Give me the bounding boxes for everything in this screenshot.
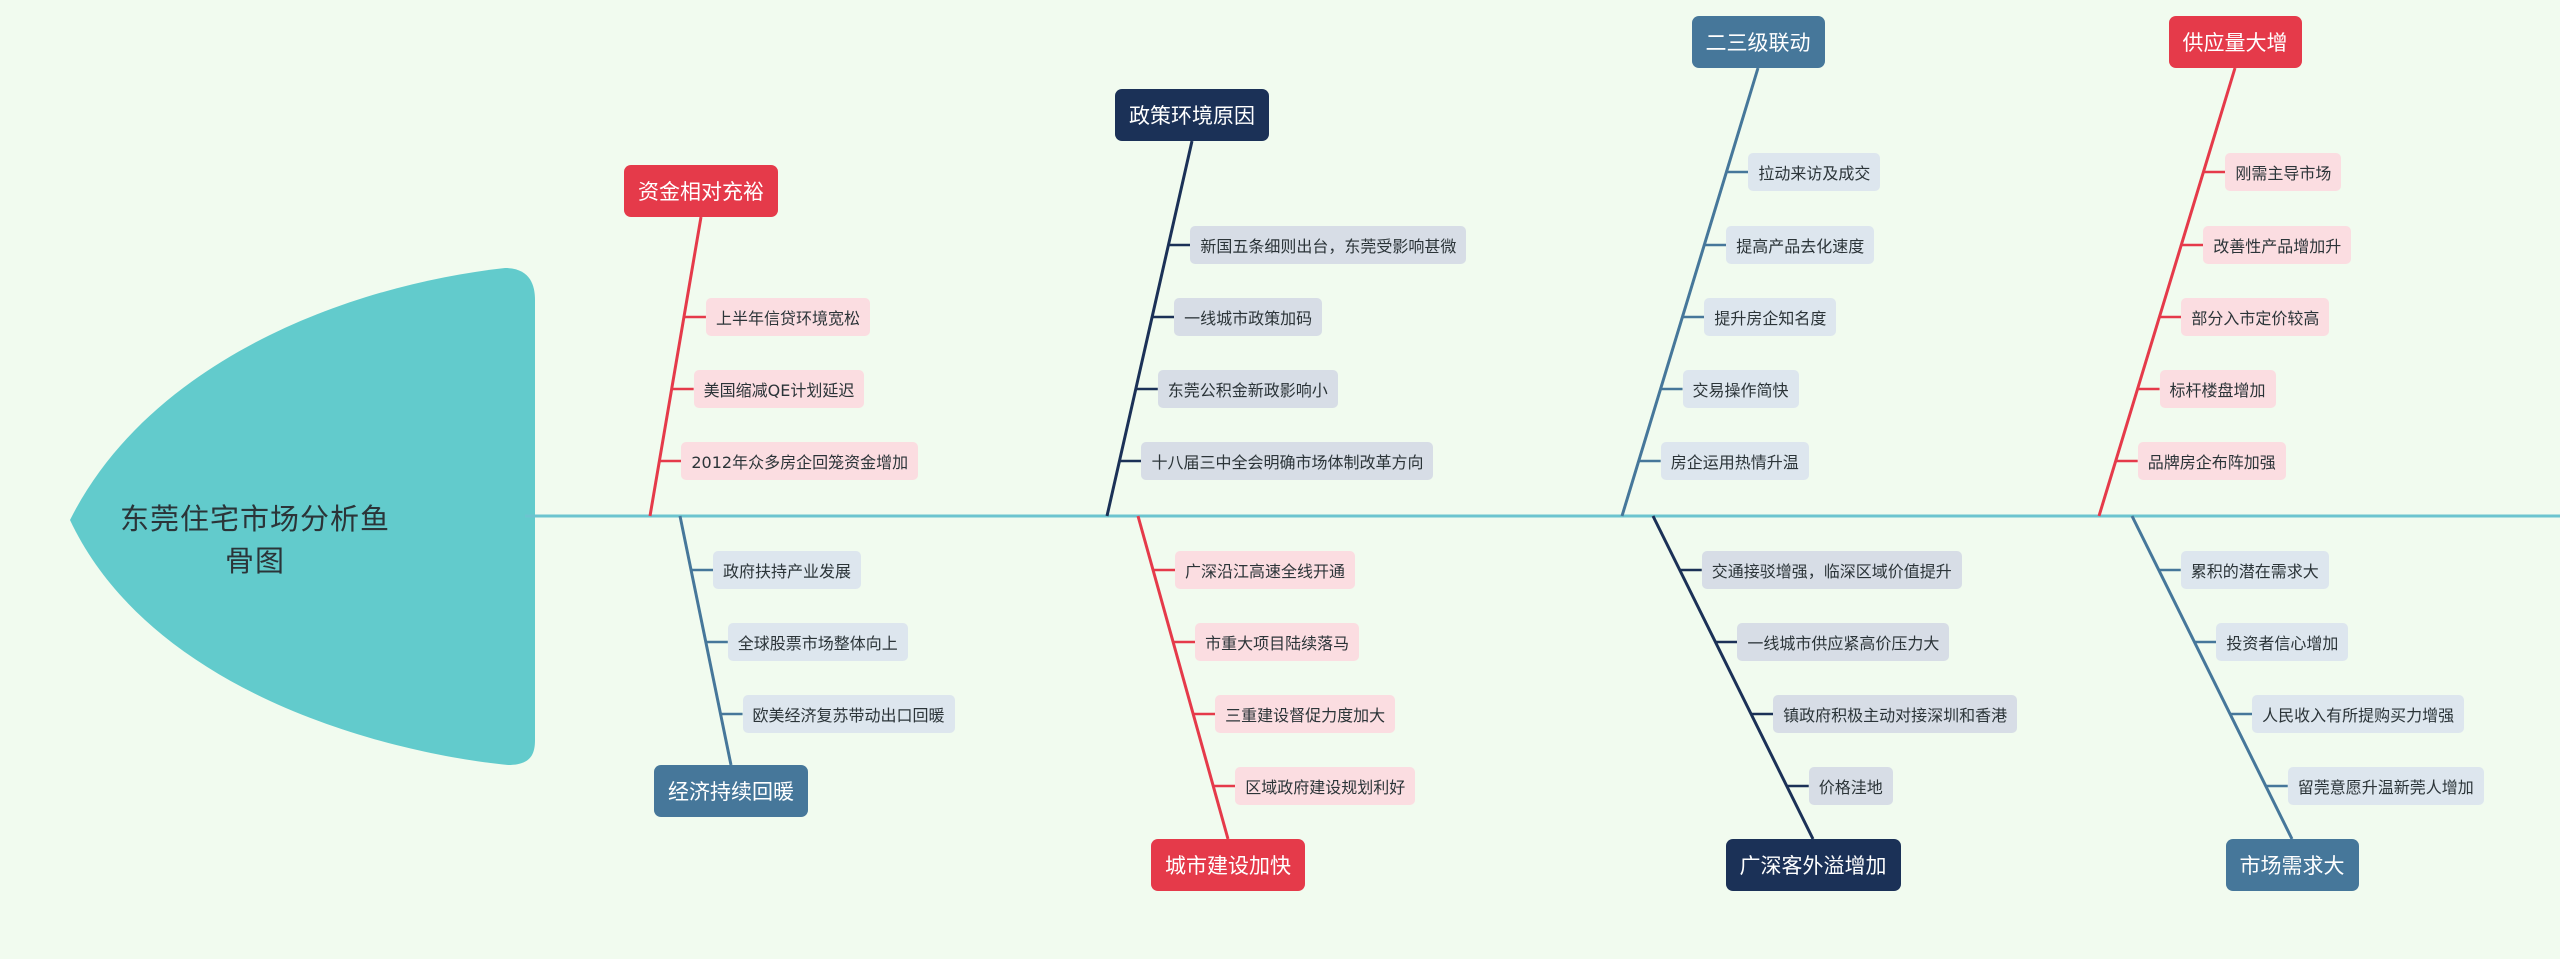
cause-item: 累积的潜在需求大 bbox=[2180, 551, 2329, 589]
cause-item: 提高产品去化速度 bbox=[1726, 226, 1875, 264]
category-4: 城市建设加快 bbox=[1151, 839, 1305, 891]
cause-item: 价格洼地 bbox=[1808, 767, 1893, 805]
bone-2 bbox=[678, 515, 733, 766]
cause-item: 留莞意愿升温新莞人增加 bbox=[2287, 767, 2484, 805]
cause-item: 上半年信贷环境宽松 bbox=[705, 298, 870, 336]
category-8: 市场需求大 bbox=[2225, 839, 2359, 891]
bone-4 bbox=[1136, 515, 1230, 840]
cause-item: 区域政府建设规划利好 bbox=[1235, 767, 1416, 805]
cause-item: 全球股票市场整体向上 bbox=[727, 623, 908, 661]
cause-item: 交通接驳增强，临深区域价值提升 bbox=[1701, 551, 1962, 589]
cause-item: 广深沿江高速全线开通 bbox=[1175, 551, 1356, 589]
cause-item: 三重建设督促力度加大 bbox=[1215, 695, 1396, 733]
category-7: 供应量大增 bbox=[2168, 16, 2302, 68]
cause-item: 政府扶持产业发展 bbox=[713, 551, 862, 589]
category-3: 政策环境原因 bbox=[1115, 89, 1269, 141]
bone-8 bbox=[2130, 515, 2294, 840]
bone-3 bbox=[1105, 140, 1194, 517]
category-2: 经济持续回暖 bbox=[654, 765, 808, 817]
cause-item: 刚需主导市场 bbox=[2225, 153, 2342, 191]
bones-layer bbox=[648, 67, 2294, 840]
cause-item: 一线城市政策加码 bbox=[1174, 298, 1323, 336]
category-1: 资金相对充裕 bbox=[624, 165, 778, 217]
cause-item: 部分入市定价较高 bbox=[2181, 298, 2330, 336]
cause-item: 欧美经济复苏带动出口回暖 bbox=[742, 695, 955, 733]
cause-item: 新国五条细则出台，东莞受影响甚微 bbox=[1190, 226, 1467, 264]
cause-item: 交易操作简快 bbox=[1682, 370, 1799, 408]
cause-item: 品牌房企布阵加强 bbox=[2137, 442, 2286, 480]
cause-item: 改善性产品增加升 bbox=[2203, 226, 2352, 264]
cause-item: 美国缩减QE计划延迟 bbox=[693, 370, 865, 408]
cause-item: 人民收入有所提购买力增强 bbox=[2252, 695, 2465, 733]
diagram-title: 东莞住宅市场分析鱼骨图 bbox=[119, 502, 390, 578]
bone-5 bbox=[1620, 67, 1760, 517]
cause-item: 投资者信心增加 bbox=[2216, 623, 2349, 661]
cause-item: 2012年众多房企回笼资金增加 bbox=[681, 442, 919, 480]
cause-item: 一线城市供应紧高价压力大 bbox=[1737, 623, 1950, 661]
category-5: 二三级联动 bbox=[1691, 16, 1825, 68]
cause-item: 标杆楼盘增加 bbox=[2159, 370, 2276, 408]
bone-6 bbox=[1651, 515, 1815, 840]
cause-item: 市重大项目陆续落马 bbox=[1195, 623, 1360, 661]
cause-item: 十八届三中全会明确市场体制改革方向 bbox=[1141, 442, 1434, 480]
cause-item: 镇政府积极主动对接深圳和香港 bbox=[1773, 695, 2018, 733]
category-6: 广深客外溢增加 bbox=[1725, 839, 1901, 891]
cause-item: 提升房企知名度 bbox=[1704, 298, 1837, 336]
fish-head bbox=[70, 268, 535, 765]
cause-item: 房企运用热情升温 bbox=[1660, 442, 1809, 480]
bone-7 bbox=[2097, 67, 2237, 517]
cause-item: 拉动来访及成交 bbox=[1748, 153, 1881, 191]
cause-item: 东莞公积金新政影响小 bbox=[1157, 370, 1338, 408]
bone-1 bbox=[648, 216, 703, 517]
